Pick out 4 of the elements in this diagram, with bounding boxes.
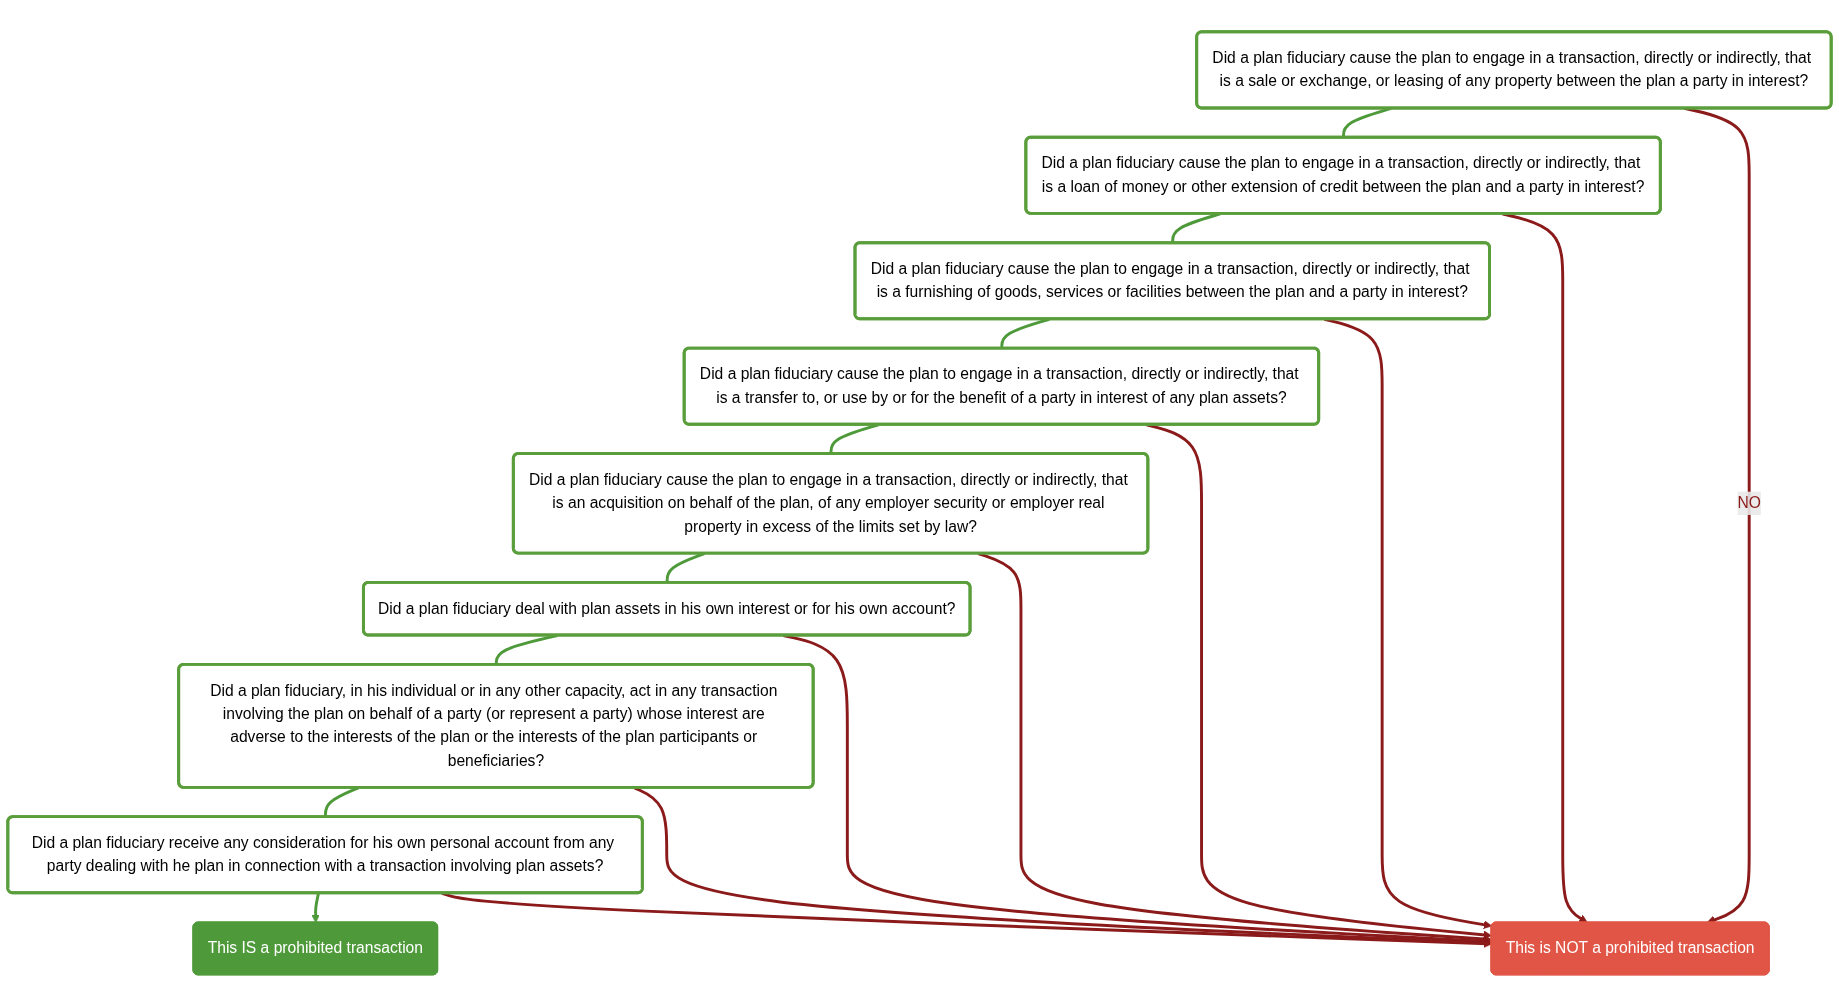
- arrow: [1146, 423, 1492, 939]
- arrow: [311, 892, 320, 923]
- edge-label: NO: [1737, 494, 1761, 511]
- connector: [829, 423, 879, 454]
